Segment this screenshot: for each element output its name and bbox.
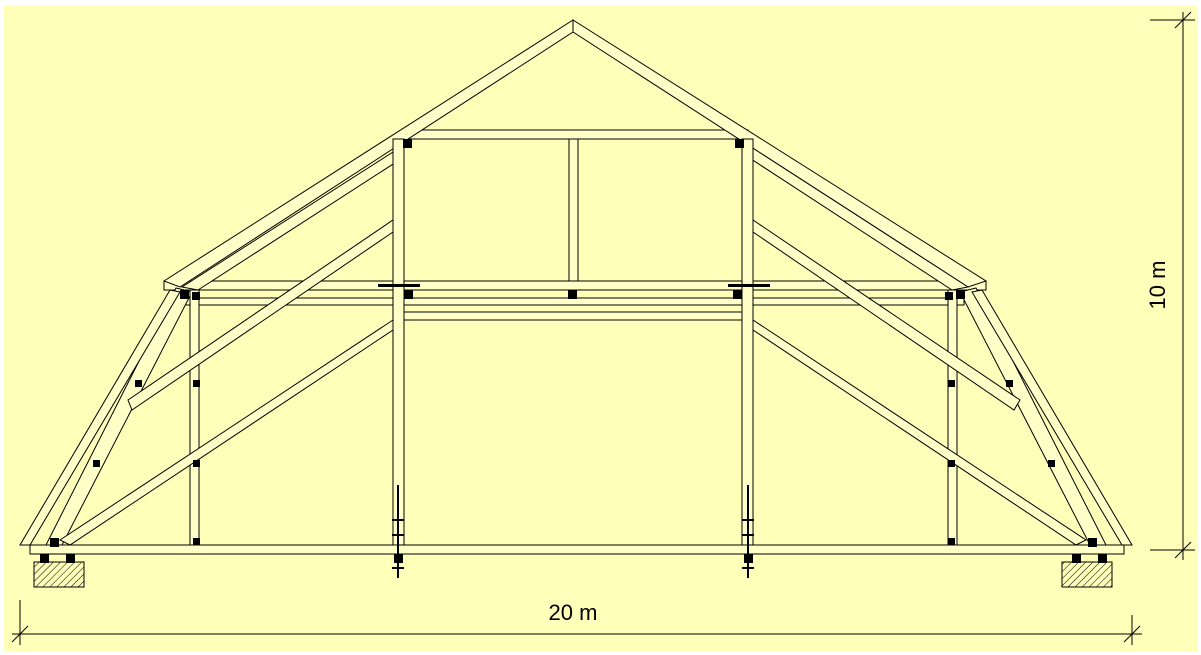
plate-bar [378, 284, 420, 287]
connector [192, 292, 200, 300]
right-main-post [741, 138, 754, 546]
connector [1088, 538, 1097, 547]
connector [948, 538, 955, 545]
connector [956, 290, 965, 299]
left-support [33, 561, 85, 588]
right-mid-brace [752, 219, 1021, 411]
upper-tie-beam [163, 280, 987, 291]
right-mansard-leg-outer [971, 289, 1133, 546]
left-outer-post [189, 289, 200, 546]
connector [193, 380, 200, 387]
right-mansard-leg [959, 287, 1107, 546]
left-mansard-leg-outer [19, 289, 181, 546]
connector [404, 290, 413, 299]
right-inner-rafter [747, 144, 970, 291]
connector [50, 538, 59, 547]
right-lower-brace [752, 319, 1087, 546]
left-mid-brace [127, 219, 394, 411]
upper-tie-rail [181, 297, 965, 306]
connector [568, 290, 577, 299]
connector [193, 460, 200, 467]
right-support [1061, 561, 1113, 588]
right-outer-post [947, 289, 958, 546]
connector [1048, 460, 1055, 467]
connector [66, 554, 75, 563]
width-dimension-label: 20 m [549, 600, 598, 625]
king-post [568, 138, 579, 282]
bottom-tie-beam [29, 544, 1125, 555]
connector [1098, 554, 1107, 563]
connector [403, 139, 412, 148]
connector [735, 139, 744, 148]
connector [135, 380, 142, 387]
connector [733, 290, 742, 299]
connector [948, 380, 955, 387]
connector [948, 460, 955, 467]
height-dimension-label: 10 m [1145, 261, 1170, 310]
lower-collar-rail [399, 311, 753, 321]
left-lower-brace [59, 319, 394, 546]
plate-bar [728, 284, 770, 287]
connector [1006, 380, 1013, 387]
left-inner-rafter [180, 144, 405, 291]
left-main-post [392, 138, 405, 546]
connector [40, 554, 49, 563]
connector [180, 290, 189, 299]
connector [945, 292, 953, 300]
connector [1072, 554, 1081, 563]
connector [193, 538, 200, 545]
collar-beam [403, 129, 749, 140]
connector [93, 460, 100, 467]
